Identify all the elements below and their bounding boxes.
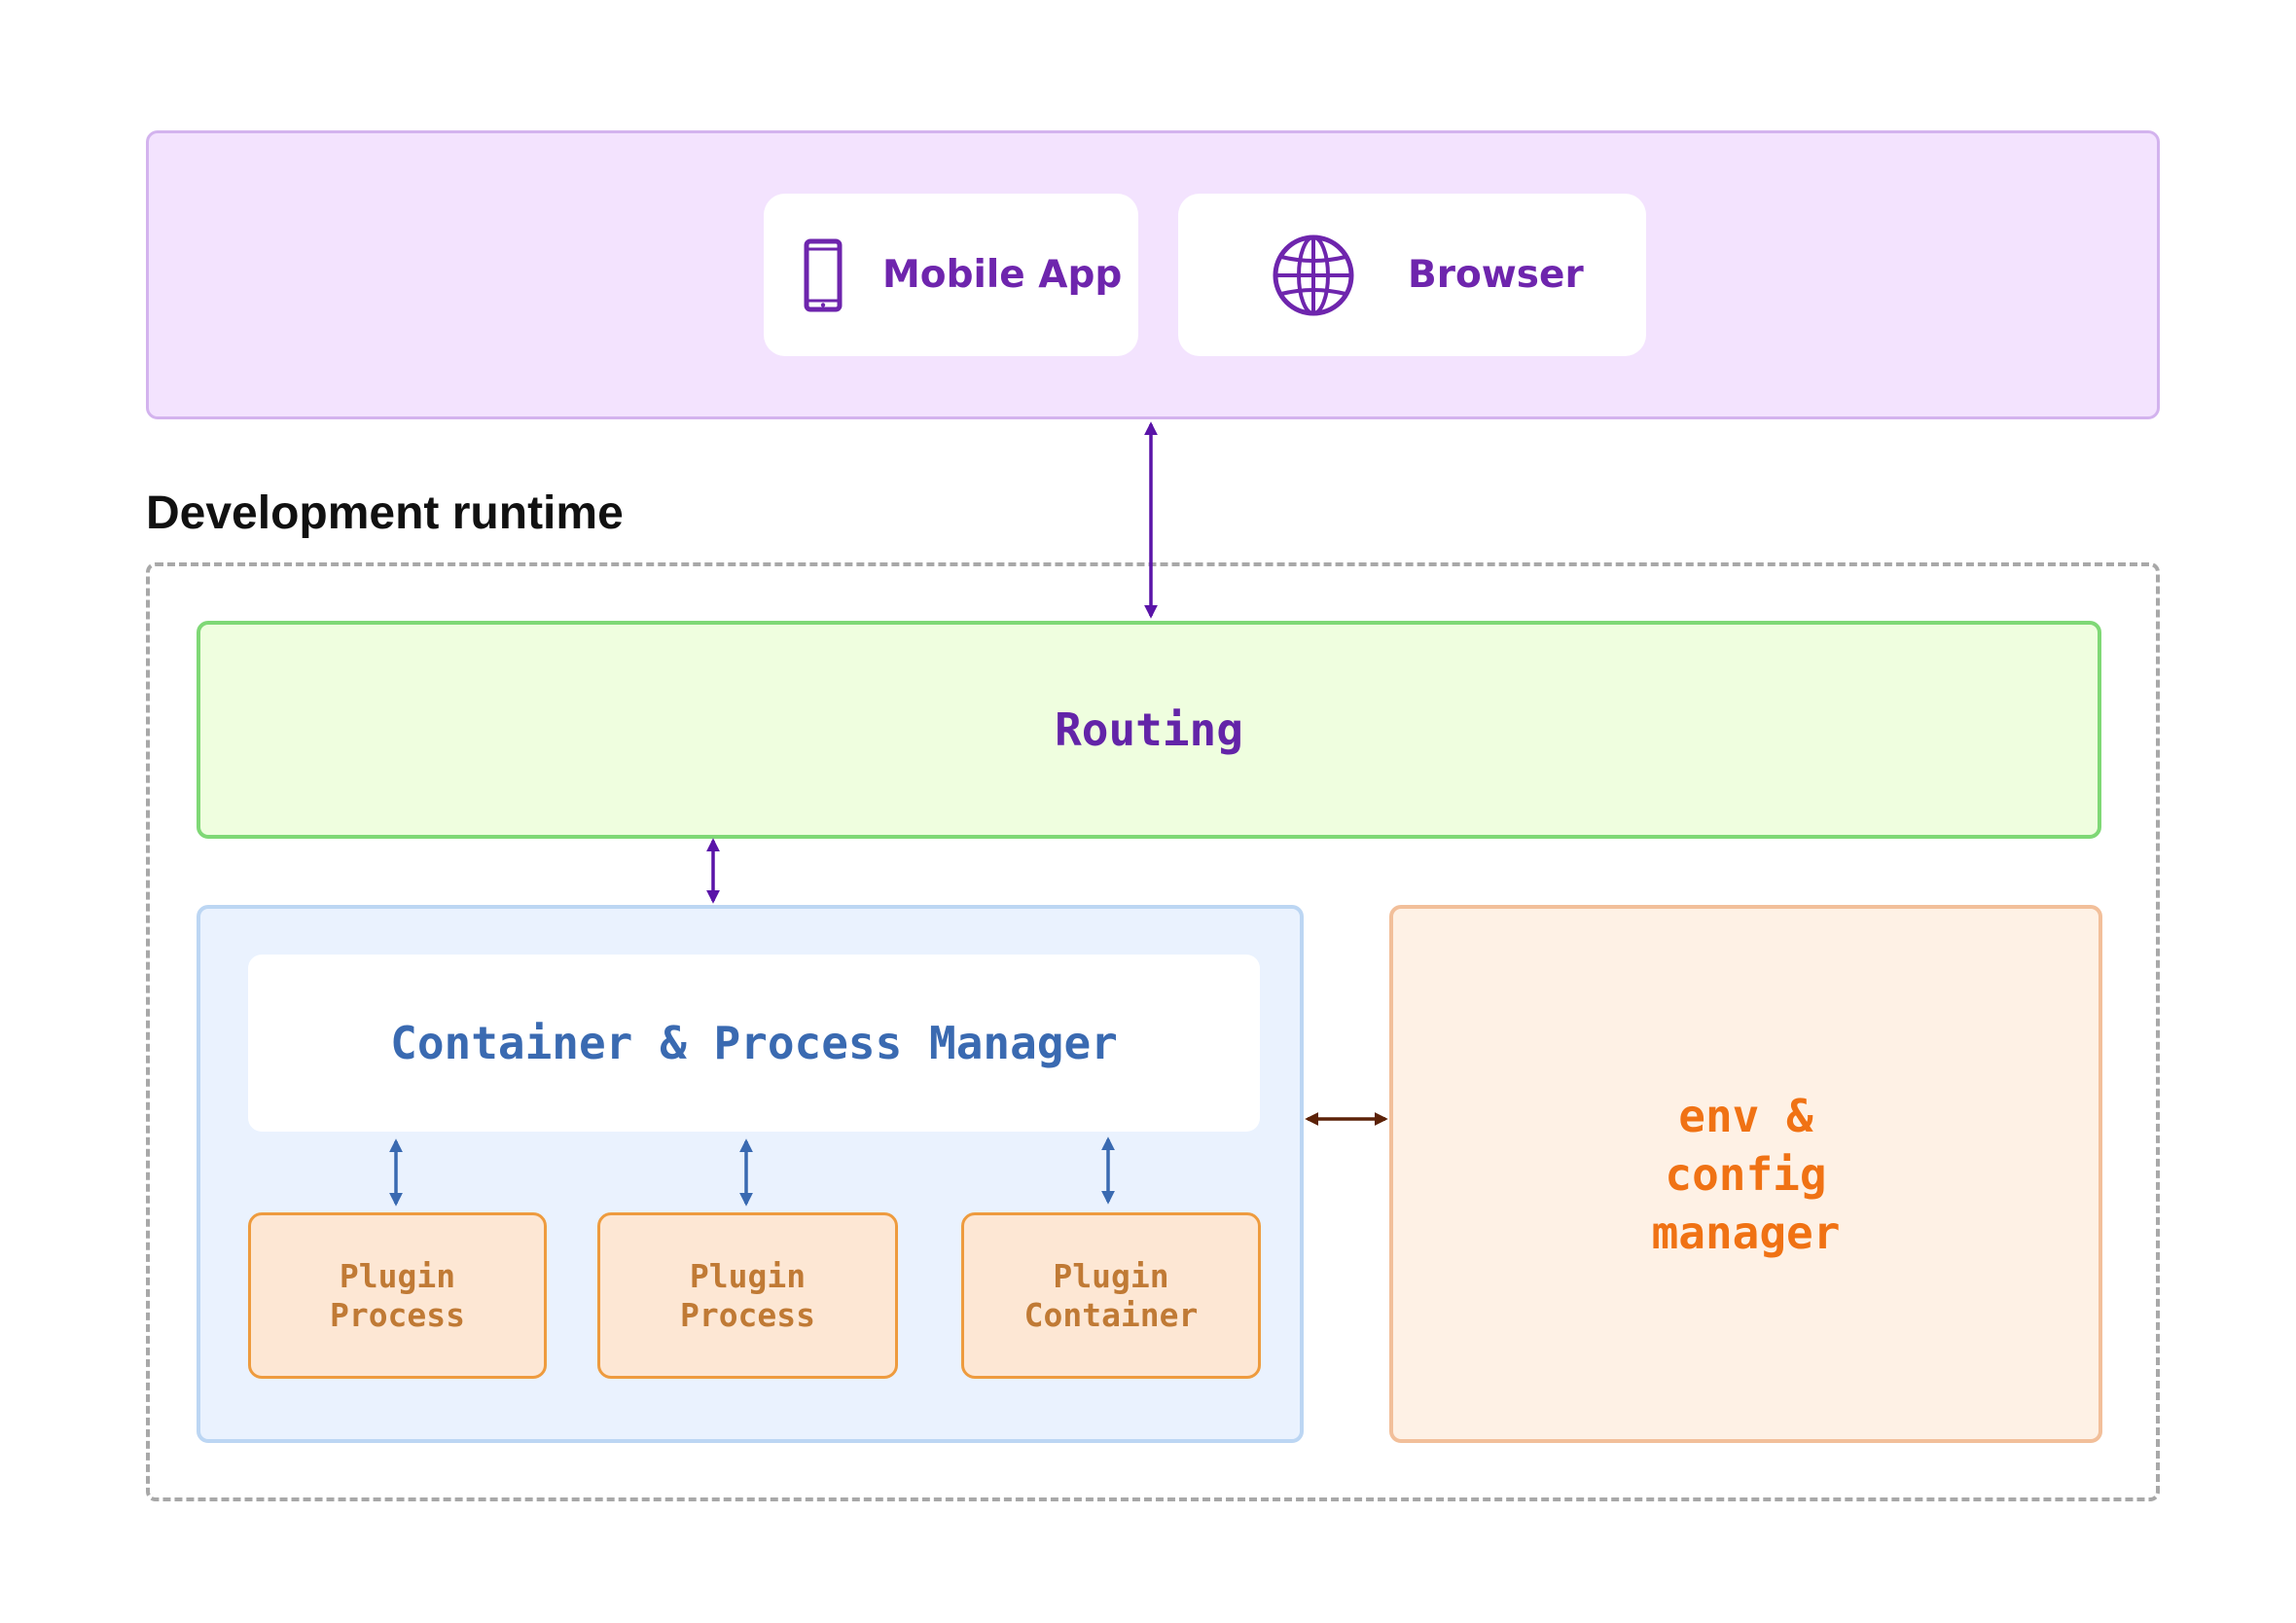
mobile-app-card[interactable]: Mobile App (764, 194, 1138, 356)
browser-card[interactable]: Browser (1178, 194, 1646, 356)
manager-label: Container & Process Manager (390, 1017, 1118, 1069)
mobile-app-label: Mobile App (882, 253, 1123, 297)
client-zone (146, 130, 2160, 419)
container-process-manager[interactable]: Container & Process Manager (248, 955, 1260, 1132)
runtime-title: Development runtime (146, 487, 624, 539)
env-label: env & config manager (1651, 1089, 1841, 1259)
browser-label: Browser (1408, 253, 1584, 297)
routing-box[interactable]: Routing (197, 621, 2101, 839)
plugin-process-box-1[interactable]: Plugin Process (248, 1212, 547, 1379)
routing-label: Routing (1055, 703, 1243, 756)
plugin-container-box[interactable]: Plugin Container (961, 1212, 1261, 1379)
plugin-label: Plugin Process (329, 1256, 466, 1334)
globe-icon (1272, 234, 1355, 317)
env-config-manager[interactable]: env & config manager (1389, 905, 2102, 1443)
plugin-label: Plugin Container (1023, 1256, 1199, 1334)
plugin-label: Plugin Process (679, 1256, 816, 1334)
mobile-phone-icon (803, 238, 843, 312)
plugin-process-box-2[interactable]: Plugin Process (597, 1212, 898, 1379)
